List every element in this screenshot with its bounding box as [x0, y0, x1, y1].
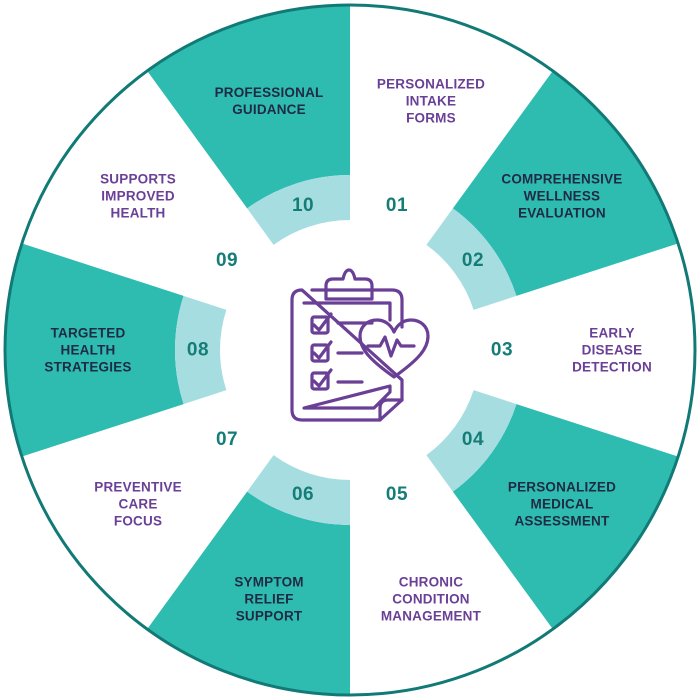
- segment-label-line: WELLNESS: [524, 189, 601, 204]
- segment-label-line: CARE: [119, 496, 158, 511]
- segment-04-fill: [452, 404, 678, 629]
- segment-label-line: PERSONALIZED: [377, 76, 485, 91]
- segment-number: 08: [187, 340, 209, 361]
- segment-09: 09 SUPPORTS IMPROVED HEALTH: [100, 172, 238, 272]
- segment-label: PREVENTIVE CARE FOCUS: [94, 479, 182, 528]
- segment-02: 02 COMPREHENSIVE WELLNESS EVALUATION: [426, 71, 678, 310]
- segment-label: EARLY DISEASE DETECTION: [572, 326, 652, 375]
- segment-label: COMPREHENSIVE WELLNESS EVALUATION: [501, 172, 622, 221]
- segment-number: 10: [292, 195, 314, 216]
- segment-08-band: [175, 295, 227, 405]
- segment-label-line: SUPPORT: [236, 609, 303, 624]
- segment-number: 04: [462, 429, 484, 450]
- segment-label: CHRONIC CONDITION MANAGEMENT: [381, 575, 482, 624]
- outer-ring: [3, 3, 697, 697]
- segment-number: 09: [216, 250, 238, 271]
- segment-number: 03: [491, 340, 513, 361]
- segment-label: PROFESSIONAL GUIDANCE: [215, 85, 324, 117]
- segment-06-fill: [147, 491, 350, 694]
- segment-label-line: EVALUATION: [518, 206, 606, 221]
- segment-label-line: SYMPTOM: [234, 575, 303, 590]
- segment-label-line: DISEASE: [582, 343, 643, 358]
- segment-label-line: FORMS: [406, 110, 456, 125]
- segment-label-line: CONDITION: [392, 592, 470, 607]
- segment-label-line: MEDICAL: [531, 496, 594, 511]
- segment-08-fill: [5, 243, 184, 457]
- segment-number: 05: [386, 484, 408, 505]
- segment-label: SYMPTOM RELIEF SUPPORT: [234, 575, 303, 624]
- segment-label-line: TARGETED: [51, 326, 126, 341]
- segment-label-line: GUIDANCE: [232, 102, 306, 117]
- segment-10: 10 PROFESSIONAL GUIDANCE: [147, 6, 350, 245]
- segment-number: 06: [292, 484, 314, 505]
- segment-number: 07: [216, 429, 238, 450]
- segment-label-line: ASSESSMENT: [514, 513, 610, 528]
- segment-label-line: PERSONALIZED: [508, 479, 616, 494]
- segment-number: 02: [462, 250, 484, 271]
- segment-10-fill: [147, 6, 350, 209]
- segment-label-line: SUPPORTS: [100, 172, 176, 187]
- segment-08: 08 TARGETED HEALTH STRATEGIES: [5, 243, 227, 457]
- segment-03: 03 EARLY DISEASE DETECTION: [491, 326, 652, 375]
- segment-label-line: HEALTH: [61, 343, 116, 358]
- segment-label-line: MANAGEMENT: [381, 609, 482, 624]
- segment-label-line: EARLY: [589, 326, 635, 341]
- segment-label: SUPPORTS IMPROVED HEALTH: [100, 172, 176, 221]
- segment-label-line: RELIEF: [244, 592, 293, 607]
- segment-label-line: CHRONIC: [399, 575, 463, 590]
- segment-label-line: IMPROVED: [101, 189, 175, 204]
- segment-label-line: PROFESSIONAL: [215, 85, 324, 100]
- segment-02-fill: [452, 71, 678, 296]
- clipboard-checklist-heart-icon: [290, 268, 430, 422]
- segment-label-line: INTAKE: [406, 93, 456, 108]
- segment-06-band: [247, 455, 350, 526]
- segment-label: PERSONALIZED INTAKE FORMS: [377, 76, 485, 125]
- segment-label-line: DETECTION: [572, 360, 652, 375]
- segment-label: TARGETED HEALTH STRATEGIES: [44, 326, 131, 375]
- segment-label-line: HEALTH: [111, 206, 166, 221]
- segment-label-line: STRATEGIES: [44, 360, 131, 375]
- segment-02-band: [426, 208, 517, 310]
- segment-01: 01 PERSONALIZED INTAKE FORMS: [377, 76, 485, 216]
- segment-label-line: COMPREHENSIVE: [501, 172, 622, 187]
- segment-number: 01: [386, 195, 408, 216]
- segment-04-band: [426, 390, 517, 492]
- segment-label: PERSONALIZED MEDICAL ASSESSMENT: [508, 479, 616, 528]
- segment-label-line: PREVENTIVE: [94, 479, 182, 494]
- segment-10-band: [247, 175, 350, 245]
- segment-label-line: FOCUS: [114, 513, 162, 528]
